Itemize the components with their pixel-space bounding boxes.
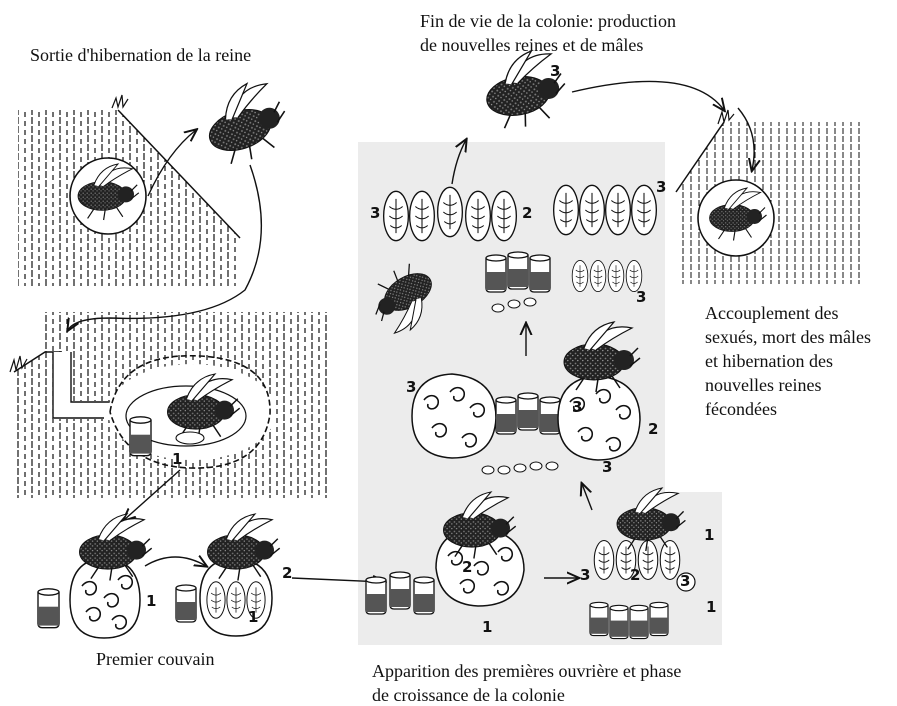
label-mature-3a: 3 — [406, 378, 416, 396]
label-growth-a-1: 1 — [482, 618, 492, 636]
label-brood-1: 1 — [146, 592, 156, 610]
label-late-3b: 3 — [656, 178, 666, 196]
arrow-brood-stage — [145, 557, 206, 566]
label-growth-b-2: 2 — [630, 566, 640, 584]
label-growth-a-2: 2 — [462, 558, 472, 576]
label-growth-b-3b: 3 — [680, 572, 690, 590]
new-queen-soil — [676, 110, 860, 284]
emerging-queen — [197, 75, 296, 170]
label-growth-b-1b: 1 — [706, 598, 716, 616]
label-late-3a: 3 — [370, 204, 380, 222]
label-late-3c: 3 — [636, 288, 646, 306]
label-mature-2: 2 — [648, 420, 658, 438]
first-brood-stage-2: 2 1 — [176, 514, 292, 636]
label-nest-1: 1 — [172, 450, 182, 468]
label-growth-b-3: 3 — [580, 566, 590, 584]
first-brood-stage-1: 1 — [38, 514, 156, 638]
label-mature-3b: 3 — [572, 398, 582, 416]
label-brood-2: 2 — [282, 564, 292, 582]
arrow-to-mating — [572, 81, 724, 110]
label-late-2: 2 — [522, 204, 532, 222]
label-growth-b-1a: 1 — [704, 526, 714, 544]
label-brood-stage2-1: 1 — [248, 608, 258, 626]
label-sexual-3: 3 — [550, 62, 560, 80]
hibernating-queen-circle — [70, 158, 146, 234]
underground-nest: 1 — [10, 312, 330, 498]
new-queen-flying: 3 — [480, 46, 571, 132]
label-mature-3c: 3 — [602, 458, 612, 476]
